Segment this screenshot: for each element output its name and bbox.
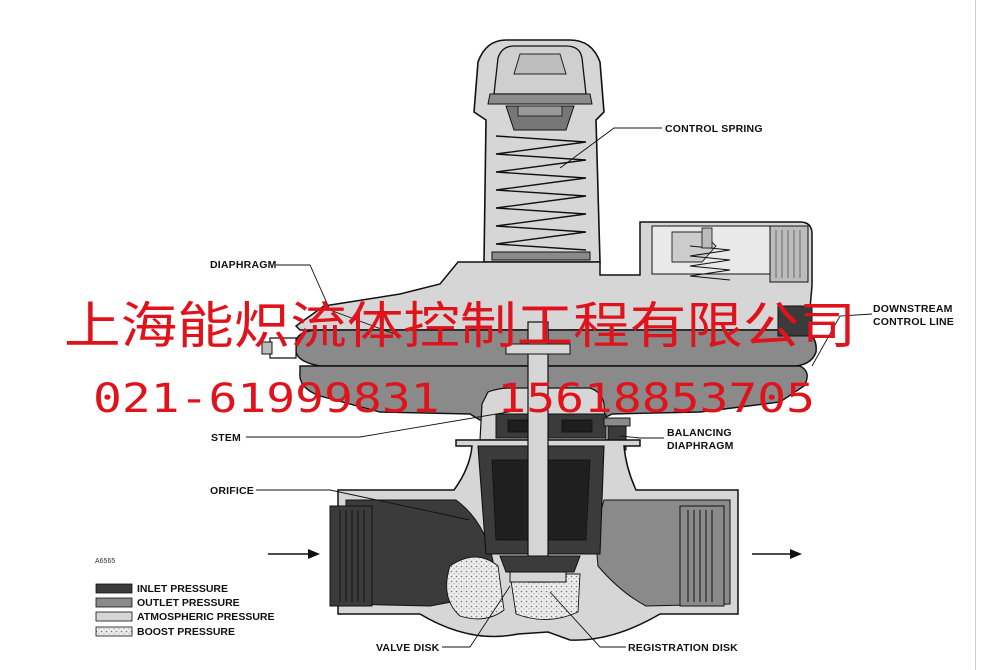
upper-casing (294, 221, 813, 331)
pressure-legend: INLET PRESSURE OUTLET PRESSURE ATMOSPHER… (95, 583, 275, 638)
label-diaphragm: DIAPHRAGM (210, 259, 277, 271)
valve-disk-shape (509, 571, 567, 583)
legend-swatch-outlet (95, 597, 133, 608)
legend-label-atmospheric: ATMOSPHERIC PRESSURE (137, 611, 275, 623)
label-registration-disk: REGISTRATION DISK (628, 642, 738, 654)
leader-lines (246, 127, 873, 648)
outlet-flow-arrow (752, 549, 802, 559)
label-downstream-1: DOWNSTREAM (873, 303, 953, 315)
label-stem: STEM (211, 432, 241, 444)
valve-stem (527, 321, 549, 583)
label-valve-disk: VALVE DISK (376, 642, 440, 654)
figure-code: A6565 (95, 558, 115, 565)
spring-case (473, 39, 605, 263)
legend-swatch-atmospheric (95, 611, 133, 622)
legend-label-boost: BOOST PRESSURE (137, 626, 235, 638)
legend-label-outlet: OUTLET PRESSURE (137, 597, 240, 609)
label-balancing-1: BALANCING (667, 427, 732, 439)
inlet-flow-arrow (268, 549, 320, 559)
legend-label-inlet: INLET PRESSURE (137, 583, 228, 595)
right-border-line (975, 0, 976, 670)
legend-swatch-inlet (95, 583, 133, 594)
legend-swatch-boost (95, 626, 133, 637)
orifice-assembly (477, 321, 605, 583)
label-orifice: ORIFICE (210, 485, 254, 497)
label-downstream-2: CONTROL LINE (873, 316, 954, 328)
watermark-phone-numbers: 021-61999831 15618853705 (93, 376, 815, 422)
watermark-company-name: 上海能炽流体控制工程有限公司 (64, 297, 856, 355)
spring-seat (491, 251, 591, 261)
control-spring (495, 135, 587, 251)
label-balancing-2: DIAPHRAGM (667, 440, 734, 452)
label-control-spring: CONTROL SPRING (665, 123, 763, 135)
